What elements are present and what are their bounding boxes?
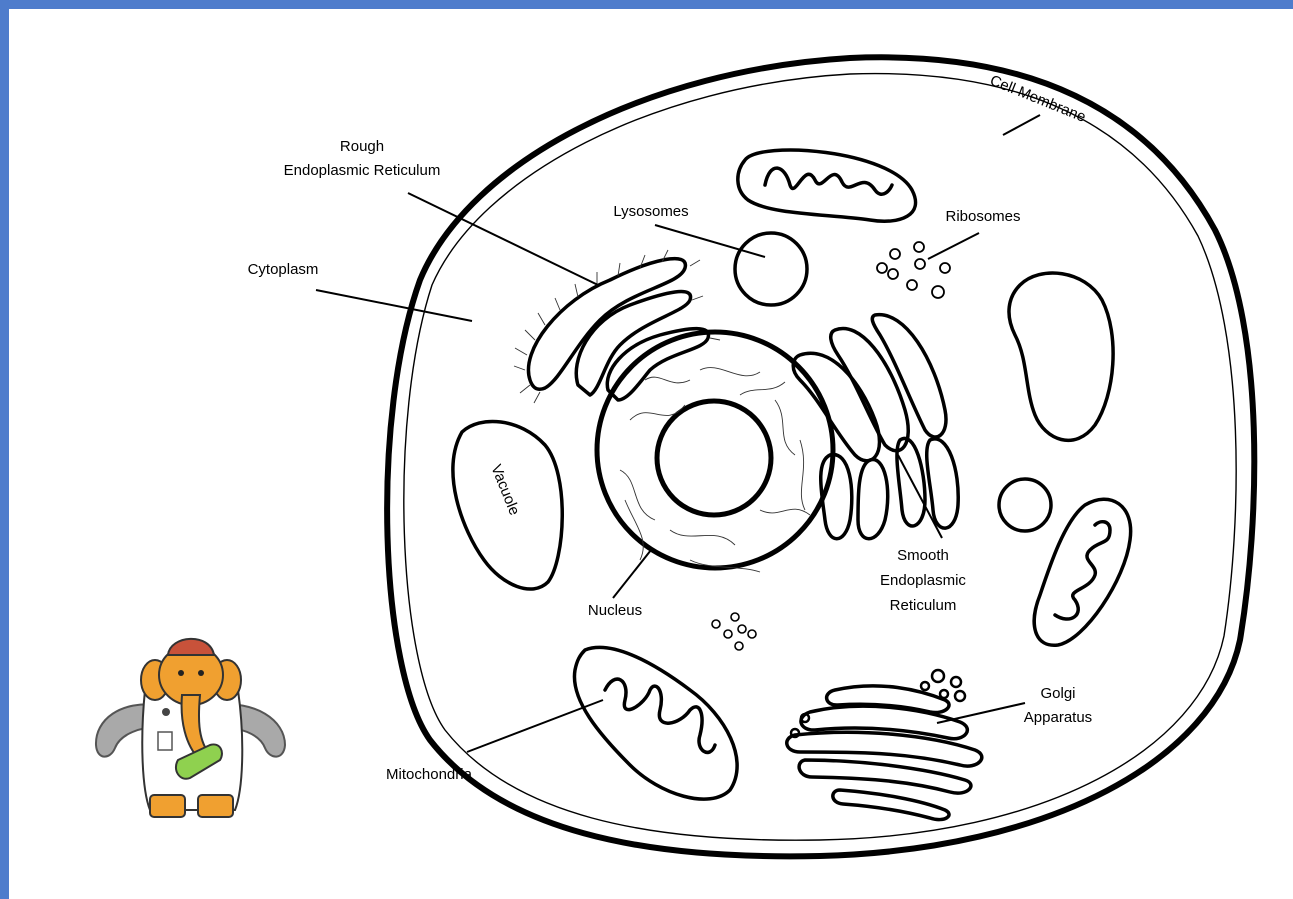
mammoth-scientist-icon: [96, 639, 285, 817]
label-golgi-line2: Apparatus: [1024, 709, 1092, 726]
label-golgi-line1: Golgi: [1040, 685, 1075, 702]
label-nucleus: Nucleus: [588, 602, 642, 619]
chromatin-fibers: [620, 368, 810, 572]
lysosome-small: [999, 479, 1051, 531]
label-rough-er-line1: Rough: [340, 138, 384, 155]
animal-cell-diagram: Cell Membrane Rough Endoplasmic Reticulu…: [9, 9, 1293, 899]
label-smooth-er-line1: Smooth: [897, 547, 949, 564]
label-rough-er-line2: Endoplasmic Reticulum: [284, 162, 441, 179]
label-vacuole: Vacuole: [487, 462, 523, 518]
label-mitochondria: Mitochondria: [386, 766, 473, 783]
ribosome-cluster: [877, 242, 950, 298]
ribosome-cluster-lower: [712, 613, 756, 650]
mitochondrion-top: [738, 150, 916, 221]
mitochondrion-bottom-left: [574, 647, 737, 799]
cell-membrane-inner: [404, 74, 1236, 841]
lysosome: [735, 233, 807, 305]
nucleus-envelope: [597, 332, 833, 568]
vacuole-right: [1009, 273, 1113, 440]
label-lysosomes: Lysosomes: [613, 203, 688, 220]
label-smooth-er-line3: Reticulum: [890, 597, 957, 614]
cell-membrane-outer: [387, 57, 1254, 856]
label-cytoplasm: Cytoplasm: [248, 261, 319, 278]
label-ribosomes: Ribosomes: [945, 208, 1020, 225]
mitochondrion-right: [1034, 499, 1130, 645]
nucleolus: [657, 401, 771, 515]
golgi-apparatus: [787, 670, 982, 820]
diagram-panel: Cell Membrane Rough Endoplasmic Reticulu…: [9, 9, 1293, 899]
label-smooth-er-line2: Endoplasmic: [880, 572, 966, 589]
